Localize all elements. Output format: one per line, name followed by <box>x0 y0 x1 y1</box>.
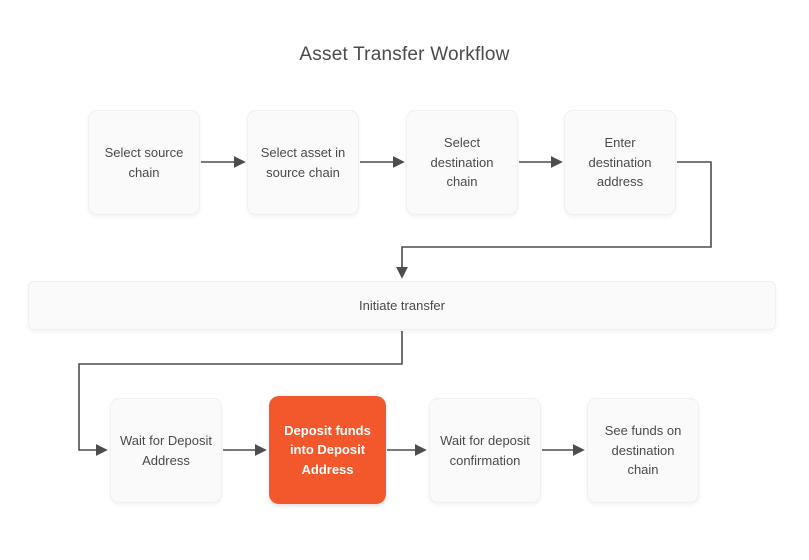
node-label: See funds on destination chain <box>604 423 682 478</box>
node-wait-for-deposit-address: Wait for Deposit Address <box>110 398 222 503</box>
diagram-title: Asset Transfer Workflow <box>299 44 510 65</box>
node-deposit-funds-into-deposit-address: Deposit funds into Deposit Address <box>269 396 386 504</box>
node-select-destination-chain: Select destination chain <box>406 110 518 215</box>
node-label: Initiate transfer <box>359 297 445 313</box>
node-label: Wait for deposit confirmation <box>440 433 530 468</box>
node-label: Enter destination address <box>588 135 652 190</box>
node-label: Deposit funds into Deposit Address <box>284 422 371 477</box>
arrow-address-to-initiate-transfer <box>396 161 712 279</box>
node-wait-for-deposit-confirmation: Wait for deposit confirmation <box>429 398 541 503</box>
node-select-asset-in-source-chain: Select asset in source chain <box>247 110 359 215</box>
node-label: Select asset in source chain <box>260 145 346 180</box>
node-select-source-chain: Select source chain <box>88 110 200 215</box>
node-see-funds-on-destination-chain: See funds on destination chain <box>587 398 699 503</box>
node-label: Select destination chain <box>430 135 494 190</box>
node-label: Select source chain <box>104 145 184 180</box>
node-initiate-transfer: Initiate transfer <box>28 281 776 330</box>
arrow-initiate-to-wait-deposit-address <box>78 331 403 456</box>
node-label: Wait for Deposit Address <box>120 433 212 468</box>
node-enter-destination-address: Enter destination address <box>564 110 676 215</box>
